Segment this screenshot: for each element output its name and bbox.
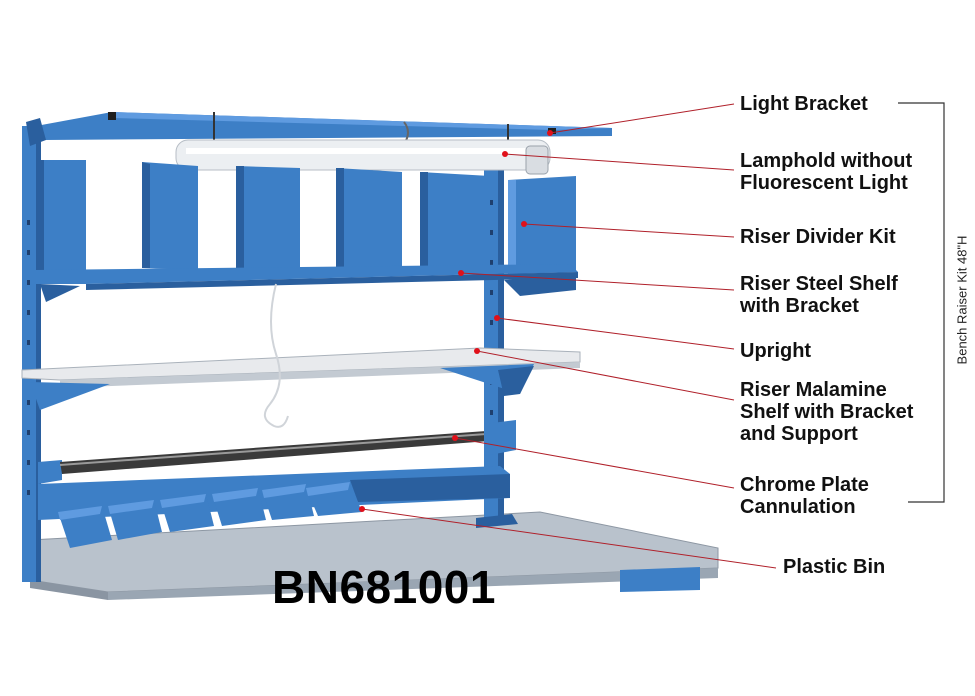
callout-plastic-bin: Plastic Bin — [783, 556, 886, 578]
leader-riser-malamine-shelf — [476, 350, 735, 401]
leader-plastic-bin — [361, 508, 777, 569]
callout-riser-malamine-shelf: Riser Malamine Shelf with Bracket and Su… — [740, 379, 914, 445]
leader-lamphold — [504, 153, 735, 171]
leader-dots — [359, 130, 553, 512]
riser-malamine-shelf — [21, 347, 581, 410]
power-cord — [263, 283, 289, 428]
kit-bracket — [898, 102, 945, 503]
leader-riser-steel-shelf — [460, 272, 735, 291]
kit-label: Bench Raiser Kit 48"H — [954, 235, 970, 365]
light-bracket — [26, 112, 612, 146]
callout-upright: Upright — [740, 340, 812, 362]
model-number: BN681001 — [272, 561, 496, 613]
leader-chrome-plate-cannulation — [454, 437, 735, 489]
work-table — [29, 511, 719, 600]
leader-light-bracket — [549, 103, 735, 134]
callout-light-bracket: Light Bracket — [740, 93, 868, 115]
riser-steel-shelf — [36, 264, 578, 302]
callout-lamphold: Lamphold without Fluorescent Light — [740, 150, 913, 194]
callout-riser-steel-shelf: Riser Steel Shelf with Bracket — [740, 273, 898, 317]
plastic-bins — [58, 482, 362, 548]
callout-riser-divider-kit: Riser Divider Kit — [740, 226, 896, 248]
leader-riser-divider-kit — [523, 223, 735, 238]
leader-lines — [361, 103, 777, 569]
leader-upright — [496, 317, 735, 350]
callout-chrome-plate-cannulation: Chrome Plate Cannulation — [740, 474, 869, 518]
